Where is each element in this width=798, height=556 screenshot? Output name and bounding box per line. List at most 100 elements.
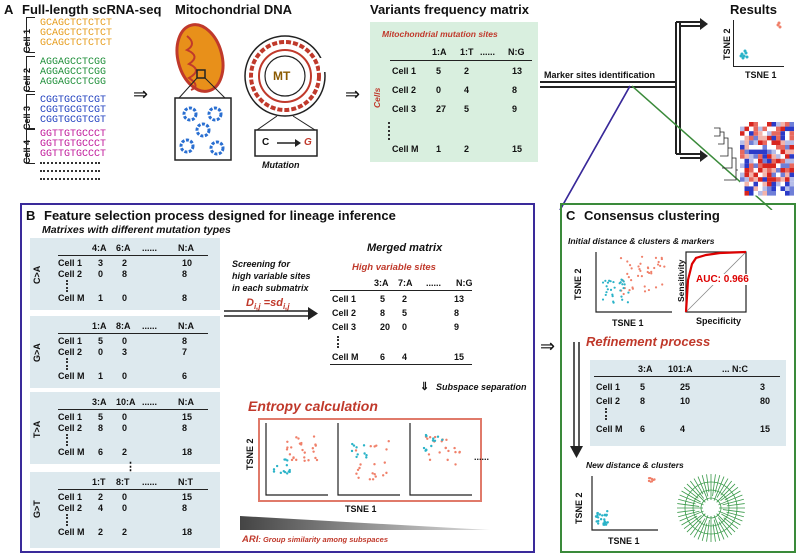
mutation-to: G	[304, 137, 312, 148]
heatmap-cell	[758, 177, 763, 182]
heatmap-cell	[771, 135, 776, 141]
tree-branch	[701, 523, 708, 541]
submatrix-col-header: 8:T	[116, 477, 130, 487]
scatter-point	[444, 446, 448, 450]
sequence-read: AGGAGCCTCGG	[40, 67, 107, 78]
scatter-point	[292, 456, 295, 460]
scatter-point	[622, 280, 625, 283]
scatter-point	[283, 458, 286, 461]
scatter-point	[643, 290, 647, 293]
scatter-point	[601, 514, 604, 517]
heatmap-cell	[785, 191, 790, 196]
submatrix-col-header: 8:A	[116, 321, 131, 331]
new-tsne2-label: TSNE 2	[574, 492, 584, 524]
scatter-point	[301, 448, 304, 452]
heatmap-cell	[744, 168, 749, 173]
submatrix-cell: 10	[182, 258, 193, 268]
merged-col-header: 3:A	[374, 278, 389, 288]
scatter-point	[623, 283, 626, 286]
heatmap-cell	[762, 140, 767, 145]
scatter-point	[604, 293, 607, 297]
heatmap-cell	[758, 181, 763, 187]
heatmap-cell	[753, 149, 758, 155]
scatter-point	[657, 260, 660, 264]
scatter-point	[314, 456, 317, 460]
heatmap-cell	[762, 172, 767, 178]
scatter-point	[431, 439, 435, 442]
submatrix-cell: 1	[98, 293, 104, 303]
scatter-point	[272, 468, 276, 471]
scatter-point	[660, 256, 663, 259]
heatmap-cell	[740, 177, 745, 182]
submatrix-rule	[58, 333, 208, 334]
submatrix-cell: 8	[182, 336, 188, 346]
heatmap-cell	[771, 122, 776, 127]
heatmap-cell	[767, 163, 772, 168]
submatrix-cell: 2	[122, 258, 128, 268]
merged-cell: 8	[380, 308, 386, 318]
new-label: New distance & clusters	[586, 460, 684, 470]
heatmap-cell	[789, 177, 794, 182]
heatmap-cell	[785, 145, 790, 150]
submatrix-cell: 8	[182, 293, 188, 303]
scatter-point	[596, 513, 599, 517]
mutation-type-label: G>T	[32, 500, 42, 518]
heatmap-cell	[767, 122, 772, 127]
scatter-point	[355, 455, 358, 459]
submatrix-row-name: Cell 1	[58, 258, 83, 268]
scatter-point	[298, 442, 302, 445]
heatmap-cell	[740, 168, 745, 173]
tree-branch	[722, 509, 745, 513]
submatrix-cell: 6	[182, 371, 188, 381]
heatmap-cell	[762, 135, 767, 141]
tree-branch	[683, 486, 699, 499]
submatrix-cell: 3	[98, 258, 104, 268]
heatmap-cell	[789, 154, 794, 159]
scatter-point	[619, 257, 623, 260]
scatter-point	[630, 267, 633, 270]
heatmap-cell	[749, 163, 754, 168]
tree-branch	[724, 490, 741, 501]
submatrix-cell: 8	[182, 423, 188, 433]
tree-branch	[713, 476, 725, 501]
scatter-point	[628, 264, 632, 267]
sd-formula: Di,j =sdi,j	[246, 297, 290, 312]
panel-b-letter: B	[26, 208, 36, 223]
scatter-point	[638, 268, 641, 271]
scatter-point	[374, 475, 377, 478]
heatmap-cell	[789, 149, 794, 155]
heatmap-cell	[767, 172, 772, 178]
scatter-point	[286, 440, 289, 443]
cell-bracket	[26, 17, 35, 53]
cell-bracket	[26, 128, 35, 164]
heatmap-cell	[767, 140, 772, 145]
refine-col-header: 101:A	[668, 364, 693, 374]
scatter-point	[285, 463, 289, 467]
scatter-point	[640, 275, 643, 278]
heatmap-cell	[762, 145, 767, 150]
scatter-point	[312, 435, 316, 438]
heatmap-cell	[758, 122, 763, 127]
merged-cell: 5	[402, 308, 408, 318]
refine-down-arrow	[570, 342, 583, 458]
matrix-cell: 9	[512, 104, 518, 114]
scatter-point	[290, 458, 294, 462]
heatmap-cell	[780, 149, 785, 155]
heatmap-cell	[767, 181, 772, 187]
matrix-cell: 4	[464, 85, 470, 95]
heatmap-cell	[744, 131, 749, 136]
heatmap-cell	[740, 186, 745, 191]
heatmap-cell	[771, 154, 776, 159]
heatmap-cell	[771, 163, 776, 168]
scatter-point	[639, 269, 642, 273]
heatmap-cell	[785, 122, 790, 127]
heatmap-cell	[785, 163, 790, 168]
heatmap-cell	[740, 122, 745, 127]
submatrix-cell: 2	[98, 527, 104, 537]
scatter-point	[350, 449, 354, 453]
heatmap-cell	[785, 158, 790, 164]
matrix-col-header: N:G	[508, 47, 525, 57]
heatmap-cell	[740, 158, 745, 164]
tree-branch	[716, 483, 736, 503]
